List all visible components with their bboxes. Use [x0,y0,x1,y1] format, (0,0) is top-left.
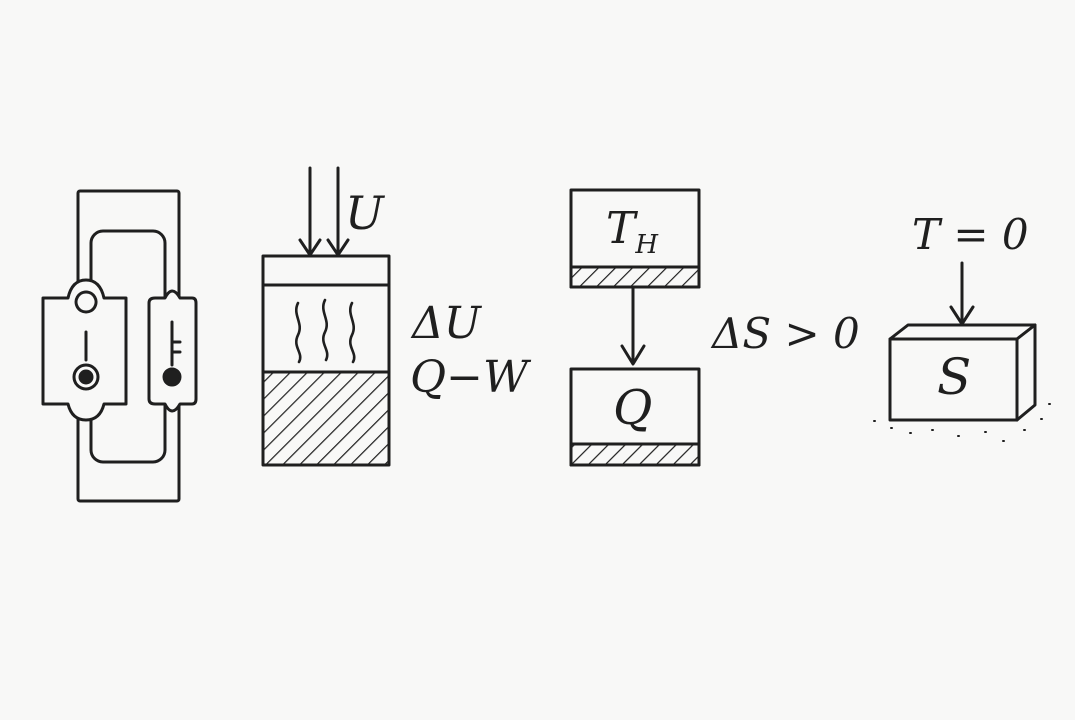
heat-waves [295,298,356,364]
second-law-figure [569,188,701,467]
hot-reservoir-t: T [606,203,636,254]
entropy-block-icon [888,323,1037,422]
thermal-equilibrium-icon [41,278,128,422]
zeroth-law-figure [41,189,198,503]
ground-dots [873,403,1051,442]
q-minus-w-label: Q−W [410,352,529,403]
thermometer-icon [147,289,198,413]
delta-u-label: ΔU [412,298,481,349]
third-law-figure [873,261,1051,442]
cold-reservoir-label: Q [613,380,653,436]
hot-reservoir-label: TH [606,207,658,259]
cooling-arrow [949,261,975,326]
work-input-arrow [298,166,350,257]
piston-cylinder-icon [261,254,391,467]
work-input-label: U [345,186,384,240]
entropy-block-label: S [937,348,972,406]
first-law-figure [261,166,391,467]
hot-reservoir-subscript: H [635,230,659,260]
absolute-zero-label: T = 0 [912,210,1029,259]
entropy-change-label: ΔS > 0 [712,309,860,358]
heat-flow-icon [620,285,646,366]
